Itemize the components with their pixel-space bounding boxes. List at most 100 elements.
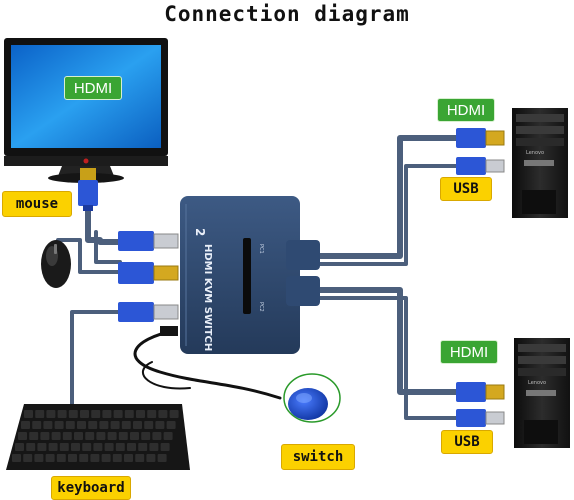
kvm-switch <box>180 196 320 354</box>
keyboard-key <box>110 421 120 429</box>
keyboard-key <box>34 454 44 462</box>
keyboard-label: keyboard <box>51 476 131 500</box>
monitor <box>4 38 168 183</box>
keyboard-key <box>40 432 50 440</box>
pc2-plugs <box>456 382 505 427</box>
keyboard-key <box>124 410 134 418</box>
keyboard-key <box>157 454 167 462</box>
monitor-hdmi-label: HDMI <box>64 76 122 100</box>
keyboard-key <box>152 432 162 440</box>
keyboard-key <box>158 410 168 418</box>
keyboard-key <box>107 432 117 440</box>
keyboard-key <box>127 443 136 451</box>
keyboard-key <box>56 454 66 462</box>
keyboard-key <box>146 454 156 462</box>
keyboard-key <box>24 410 33 418</box>
keyboard-key <box>91 410 101 418</box>
keyboard-key <box>35 410 45 418</box>
keyboard-key <box>21 421 30 429</box>
keyboard-key <box>102 410 112 418</box>
keyboard-key <box>46 410 56 418</box>
keyboard-key <box>18 432 27 440</box>
keyboard-key <box>133 421 142 429</box>
keyboard-key <box>101 454 111 462</box>
cables <box>56 135 459 420</box>
left-plugs <box>118 231 179 336</box>
keyboard-key <box>51 432 61 440</box>
keyboard-device <box>6 404 190 470</box>
mouse-device <box>41 240 71 288</box>
keyboard-key <box>62 432 72 440</box>
keyboard-key <box>23 454 33 462</box>
switch-remote <box>283 373 341 423</box>
keyboard-key <box>155 421 165 429</box>
kvm-port1-label: PC1 <box>258 244 264 254</box>
kvm-model-text: HDMI KVM SWITCH <box>202 244 213 351</box>
keyboard-key <box>113 410 123 418</box>
switch-label: switch <box>281 444 355 470</box>
keyboard-key <box>57 410 67 418</box>
keyboard-key <box>71 443 80 451</box>
keyboard-key <box>149 443 159 451</box>
keyboard-key <box>82 443 92 451</box>
keyboard-key <box>85 432 95 440</box>
keyboard-key <box>136 410 145 418</box>
keyboard-key <box>121 421 131 429</box>
keyboard-key <box>77 421 86 429</box>
diagram-title: Connection diagram <box>164 2 410 26</box>
keyboard-key <box>124 454 133 462</box>
keyboard-key <box>141 432 151 440</box>
keyboard-key <box>37 443 47 451</box>
keyboard-key <box>147 410 157 418</box>
keyboard-key <box>54 421 64 429</box>
keyboard-key <box>68 410 78 418</box>
keyboard-key <box>163 432 173 440</box>
pc2-usb-label: USB <box>441 430 493 454</box>
keyboard-keys <box>12 410 179 462</box>
pc1-hdmi-label: HDMI <box>437 98 495 122</box>
keyboard-key <box>96 432 106 440</box>
keyboard-key <box>93 443 103 451</box>
keyboard-key <box>29 432 39 440</box>
keyboard-key <box>112 454 122 462</box>
keyboard-key <box>74 432 83 440</box>
pc2-tower <box>514 338 570 448</box>
pc1-usb-label: USB <box>440 177 492 201</box>
pc2-hdmi-label: HDMI <box>440 340 498 364</box>
keyboard-key <box>26 443 36 451</box>
keyboard-key <box>138 443 148 451</box>
pc1-tower <box>512 108 568 218</box>
keyboard-key <box>169 410 179 418</box>
keyboard-key <box>79 454 89 462</box>
keyboard-key <box>130 432 139 440</box>
keyboard-key <box>15 443 24 451</box>
keyboard-key <box>59 443 69 451</box>
kvm-brand-number: 2 <box>193 228 207 236</box>
keyboard-key <box>166 421 176 429</box>
keyboard-key <box>90 454 100 462</box>
mouse-label: mouse <box>2 191 72 217</box>
pc2-brand: Lenovo <box>528 380 546 386</box>
keyboard-key <box>65 421 75 429</box>
keyboard-key <box>48 443 58 451</box>
keyboard-key <box>135 454 145 462</box>
keyboard-key <box>45 454 55 462</box>
keyboard-key <box>80 410 89 418</box>
keyboard-key <box>32 421 42 429</box>
keyboard-key <box>144 421 154 429</box>
keyboard-key <box>118 432 128 440</box>
keyboard-key <box>68 454 77 462</box>
keyboard-key <box>104 443 114 451</box>
keyboard-key <box>43 421 53 429</box>
keyboard-key <box>115 443 125 451</box>
pc1-brand: Lenovo <box>526 150 544 156</box>
keyboard-key <box>12 454 21 462</box>
keyboard-key <box>99 421 109 429</box>
monitor-hdmi-connector <box>78 168 98 211</box>
pc1-plugs <box>456 128 505 175</box>
kvm-port2-label: PC2 <box>258 302 264 312</box>
keyboard-key <box>88 421 98 429</box>
keyboard-key <box>160 443 170 451</box>
